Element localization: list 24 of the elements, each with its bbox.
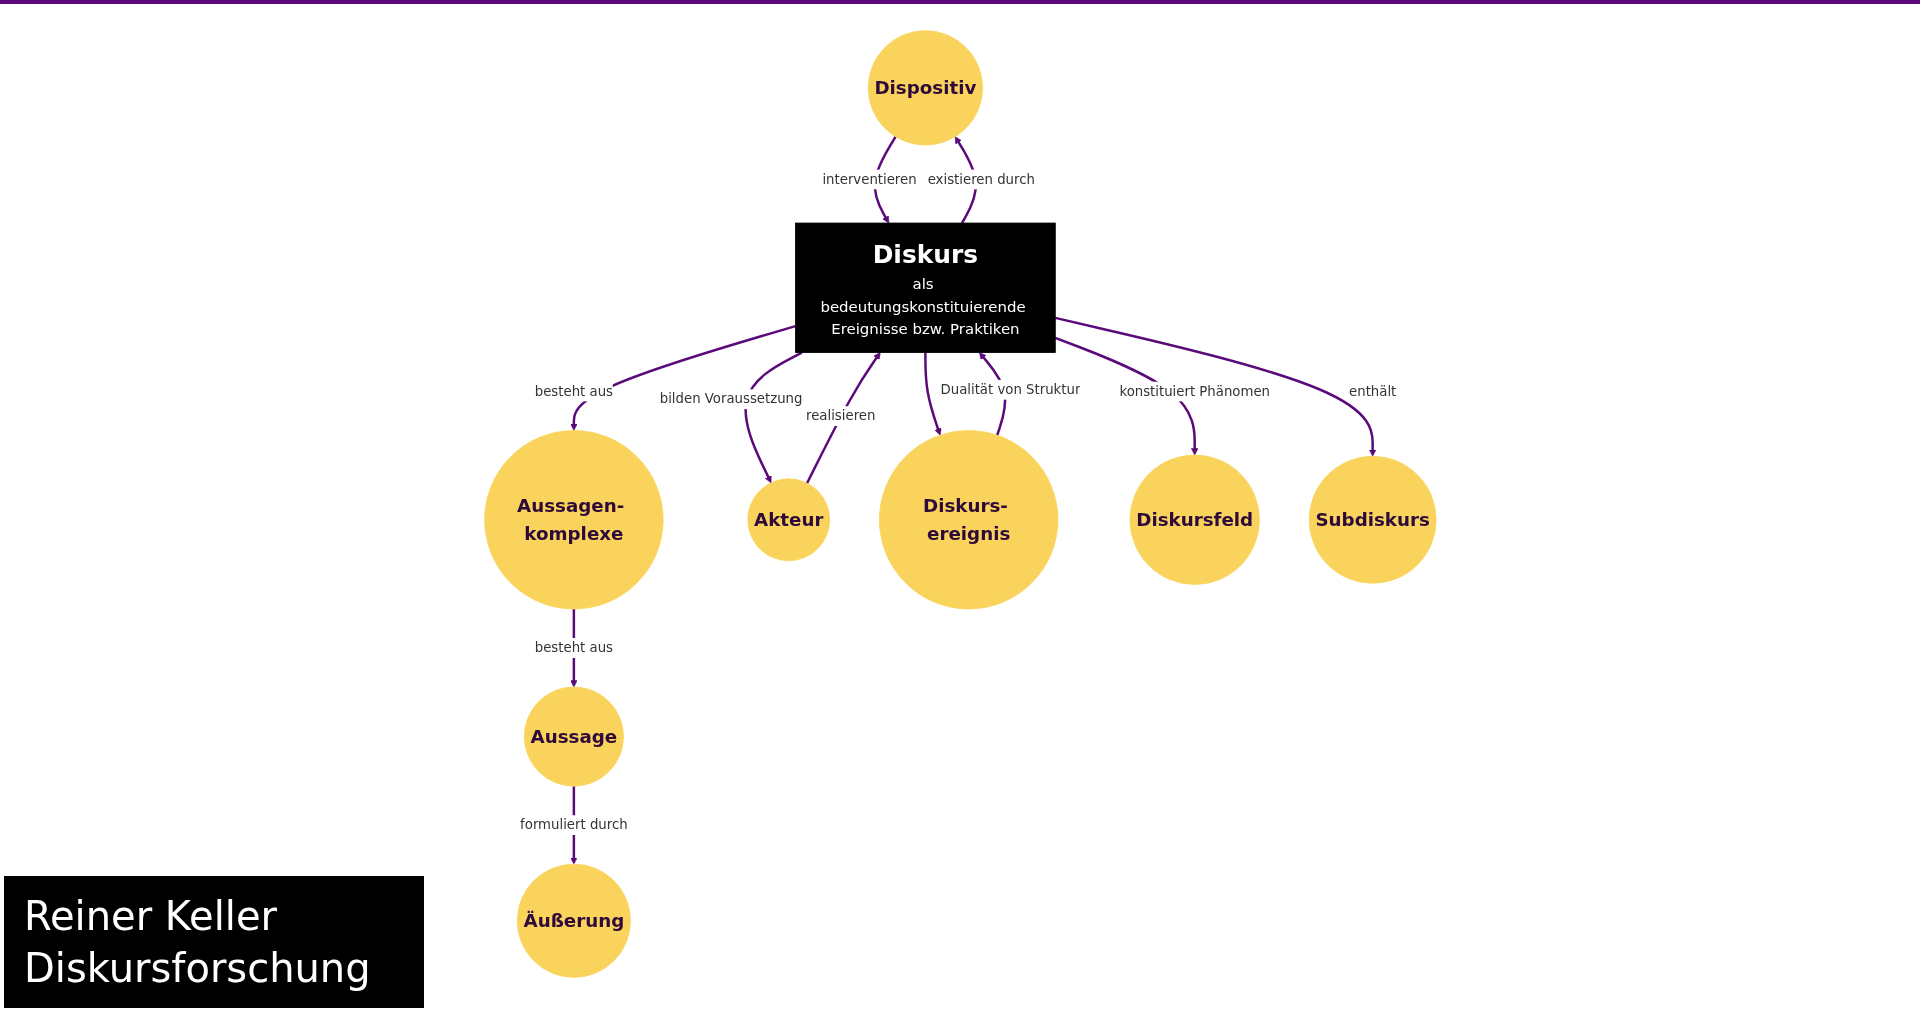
node-circle: Äußerung <box>516 863 631 978</box>
arrow <box>923 352 942 436</box>
edge-label: Dualität von Struktur <box>940 381 1080 398</box>
node-circle: Aussagen- komplexe <box>483 430 664 610</box>
edge-label: bilden Voraussetzung <box>659 390 803 407</box>
edge-label: konstituiert Phänomen <box>1119 383 1270 400</box>
edge-label: besteht aus <box>534 383 613 400</box>
node-circle: Subdiskurs <box>1308 455 1437 584</box>
node-circle: Dispositiv <box>867 30 983 146</box>
arrow <box>805 352 881 484</box>
edge-label: realisieren <box>805 407 876 424</box>
node-box: Diskurs als bedeutungskonstituierende Ereignisse bzw. Praktiken <box>794 222 1056 353</box>
arrow <box>569 324 796 431</box>
edge-label: besteht aus <box>534 639 613 656</box>
edge-label: existieren durch <box>927 171 1035 187</box>
node-circle: Diskursfeld <box>1129 454 1260 585</box>
edge-label: interventieren <box>822 171 917 187</box>
title: Reiner Keller Diskursforschung <box>4 876 424 1008</box>
edge-label: formuliert durch <box>519 816 628 833</box>
edge-label: enthält <box>1348 383 1396 400</box>
arrow <box>744 351 803 484</box>
node-circle: Diskurs- ereignis <box>878 430 1058 610</box>
node-circle: Aussage <box>523 686 624 787</box>
node-circle: Akteur <box>746 478 830 562</box>
